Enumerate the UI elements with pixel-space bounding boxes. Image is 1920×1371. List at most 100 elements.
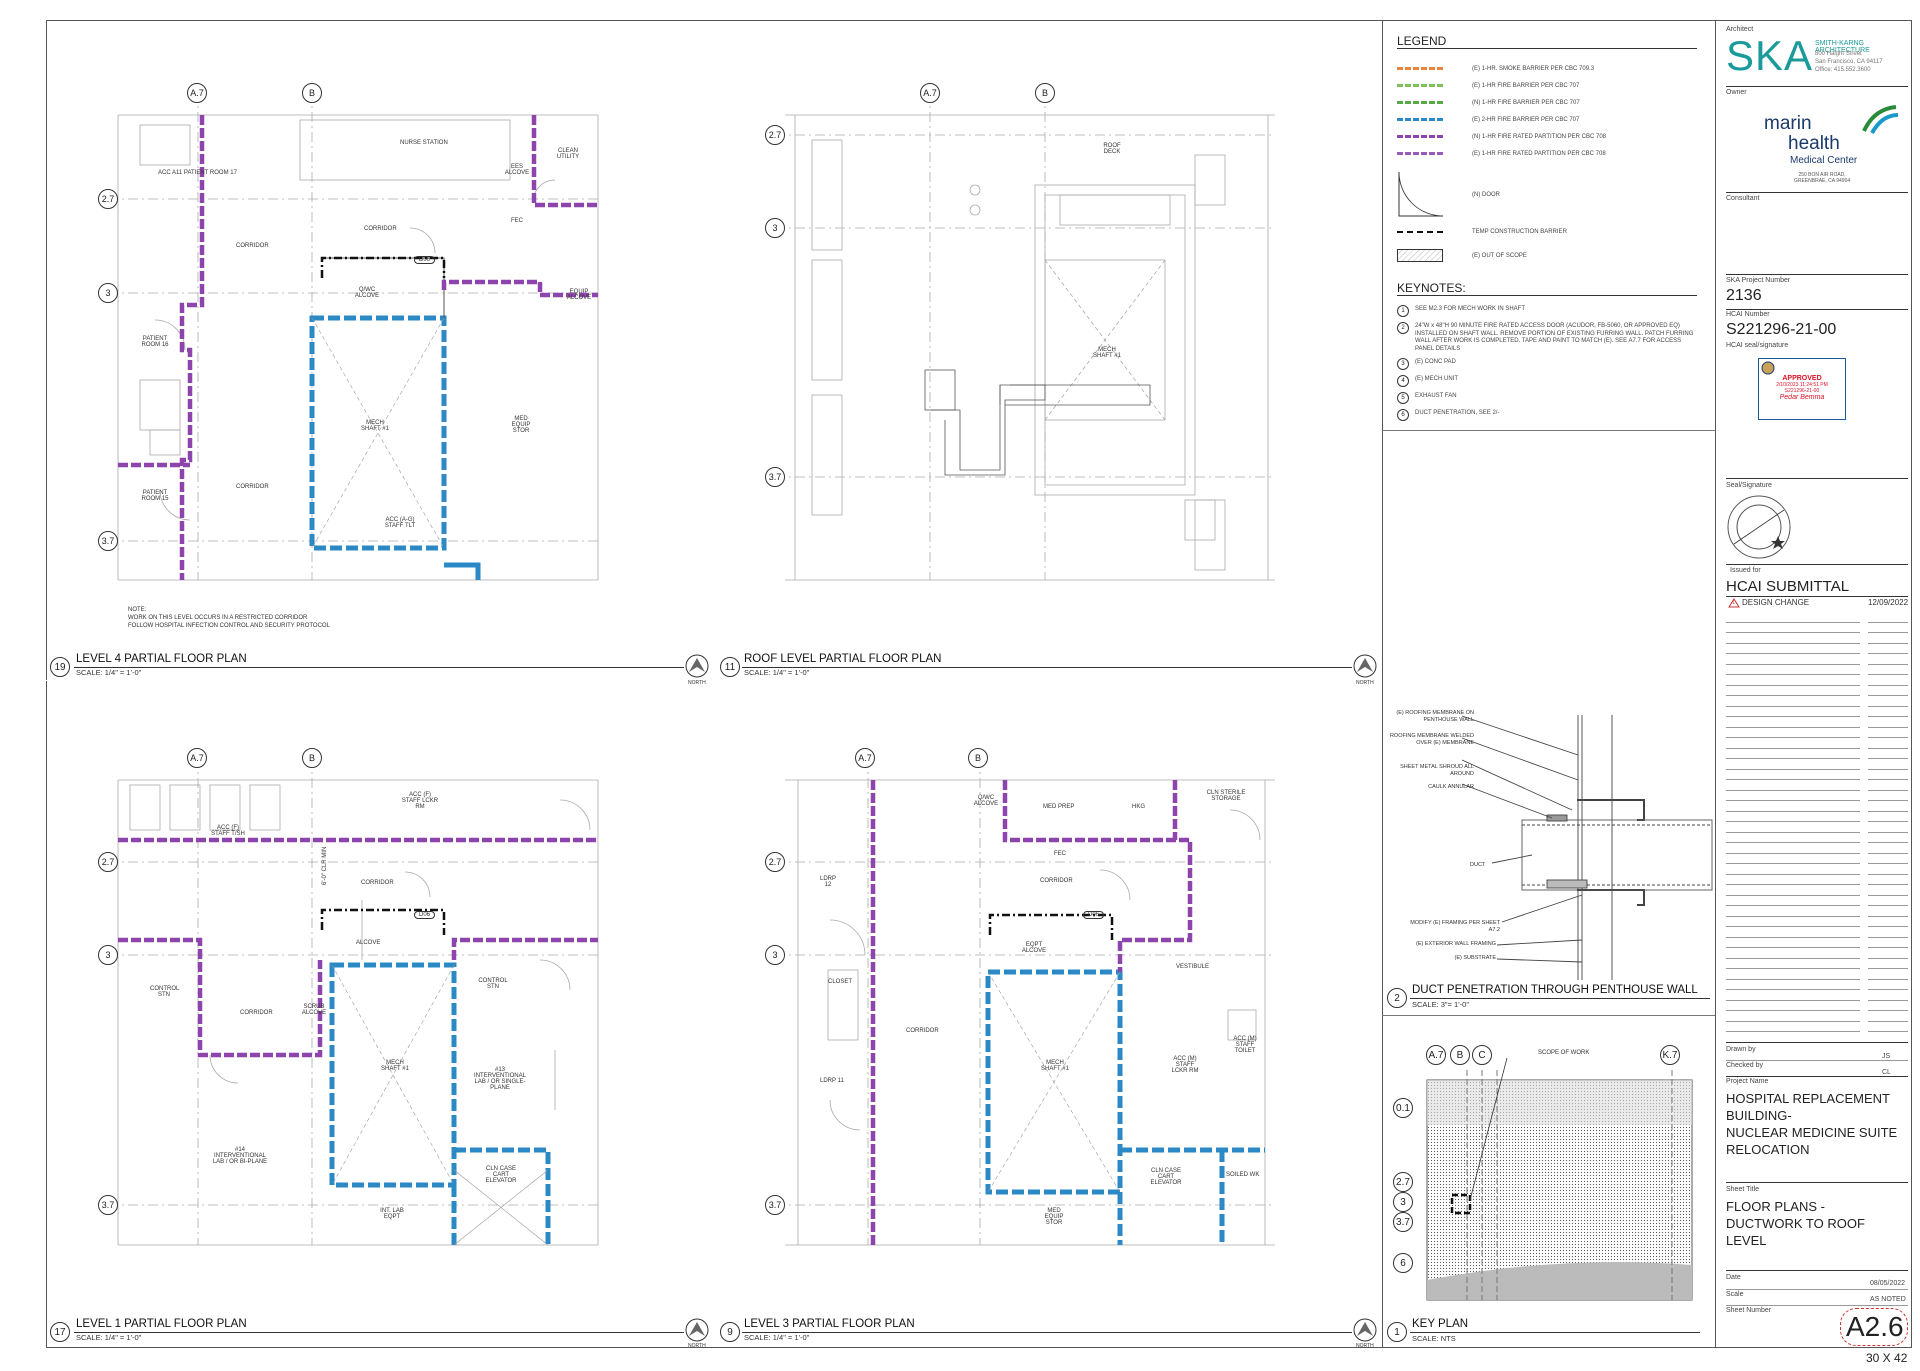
issued-for: HCAI SUBMITTAL (1726, 578, 1850, 595)
grid-bubble-b: B (302, 748, 322, 768)
drawn-by-label: Drawn by (1726, 1046, 1756, 1053)
sheet-border (46, 20, 1912, 1348)
drawn-by: JS (1882, 1053, 1891, 1060)
legend-item-label: (E) 1-HR FIRE BARRIER PER CBC 707 (1472, 82, 1580, 89)
north-arrow-icon (1353, 654, 1377, 678)
revision-row (1726, 990, 1908, 1001)
room-label: CONTROL STN (150, 986, 180, 998)
legend-swatch (1397, 118, 1443, 121)
room-label: EQPT ALCOVE (1021, 942, 1047, 954)
hcai-number: S221296-21-00 (1726, 321, 1837, 338)
room-label: EQUIP ALCOVE (566, 289, 592, 301)
detail-label: ROOFING MEMBRANE WELDED OVER (E) MEMBRAN… (1389, 733, 1474, 746)
room-label: CORRIDOR (906, 1028, 939, 1034)
north-label: NORTH (1356, 1343, 1374, 1349)
plan-note: NOTE: WORK ON THIS LEVEL OCCURS IN A RES… (128, 607, 330, 629)
revision-row (1726, 864, 1908, 875)
grid-bubble-a7: A.7 (920, 83, 940, 103)
room-label: ACC (M) STAFF TOILET (1233, 1036, 1257, 1054)
keynote-number: 2 (1397, 322, 1409, 334)
firm-address: 800 Haight Street San Francisco, CA 9411… (1815, 51, 1883, 73)
room-label: CLN CASE CART ELEVATOR (485, 1166, 517, 1184)
level4-plan (108, 92, 599, 581)
room-label: ACC (A-G) STAFF TLT (384, 517, 416, 529)
room-label: Q/WC ALCOVE (973, 795, 999, 807)
grid-bubble-3: 3 (98, 945, 118, 965)
level3-purple-walls (870, 780, 1193, 1245)
room-label: SOILED WK (1226, 1172, 1260, 1178)
revision-row (1726, 738, 1908, 749)
room-label: CORRIDOR (236, 484, 269, 490)
hcai-approval-stamp: APPROVED 2/10/2023 11:24:51 PM S221296-2… (1758, 358, 1846, 420)
keynote-text: (E) MECH UNIT (1415, 376, 1458, 382)
revision-row (1726, 906, 1908, 917)
room-label: LDRP 11 (820, 1078, 844, 1084)
grid-bubble-b: B (1450, 1045, 1470, 1065)
grid-bubble-3: 3 (1393, 1192, 1413, 1212)
divider-plans-legend (1382, 20, 1383, 1348)
legend-item-label: (E) 2-HR FIRE BARRIER PER CBC 707 (1472, 116, 1580, 123)
room-label: EES ALCOVE (504, 164, 530, 176)
level4-shaft (309, 256, 481, 580)
north-arrow-icon (1353, 1318, 1377, 1342)
detail-title: DUCT PENETRATION THROUGH PENTHOUSE WALL (1412, 984, 1698, 996)
grid-bubble-a7: A.7 (1426, 1045, 1446, 1065)
plan-title: LEVEL 1 PARTIAL FLOOR PLAN (76, 1318, 247, 1330)
plan-number: 17 (50, 1322, 70, 1342)
keynote-text: (E) CONC PAD (1415, 359, 1456, 365)
out-of-scope-symbol (1397, 249, 1443, 262)
owner-subname: Medical Center (1790, 155, 1858, 166)
grid-bubble-a7: A.7 (187, 83, 207, 103)
detail-label: DUCT (1470, 862, 1486, 868)
grid-bubble-a7: A.7 (855, 748, 875, 768)
seal-label: Seal/Signature (1726, 482, 1772, 489)
keynote-number: 1 (1397, 305, 1409, 317)
firm-name: SMITH-KARNG ARCHITECTURE (1815, 40, 1870, 54)
plan-scale: SCALE: 1/4" = 1'-0" (76, 1333, 142, 1342)
hcai-label: HCAI Number (1726, 311, 1770, 318)
keynote-number: 3 (1397, 358, 1409, 370)
divider-keynotes (1382, 430, 1715, 431)
revision-row (1726, 885, 1908, 896)
room-label: MECH SHAFT #1 (1093, 347, 1121, 359)
project-name-line: NUCLEAR MEDICINE SUITE (1726, 1125, 1898, 1140)
roof-plan (775, 92, 1275, 581)
detail-label: MODIFY (E) FRAMING PER SHEET A7.2 (1410, 920, 1500, 933)
revision-row (1726, 686, 1908, 696)
room-label: 6'-0" CLR MIN (322, 846, 328, 885)
revision-row (1726, 644, 1908, 654)
legend-list: (E) 1-HR. SMOKE BARRIER PER CBC 709.3(E)… (1397, 60, 1606, 162)
key-plan-drawing (1426, 1057, 1693, 1301)
grid-bubble-3: 3 (98, 283, 118, 303)
legend-swatch (1397, 152, 1443, 155)
revision-row (1726, 843, 1908, 854)
divider-detail (1382, 1015, 1715, 1016)
revision-row (1726, 707, 1908, 717)
keynote-text: EXHAUST FAN (1415, 393, 1457, 399)
keyplan-number: 1 (1387, 1322, 1407, 1342)
divider-titleblock (1715, 20, 1716, 1348)
state-seal-icon (1761, 361, 1775, 375)
keynote-item: 4(E) MECH UNIT (1397, 375, 1697, 387)
hcai-seal-label: HCAI seal/signature (1726, 342, 1789, 349)
revision-row (1726, 665, 1908, 675)
room-label: MECH SHAFT #1 (361, 420, 389, 432)
checked-by: CL (1882, 1069, 1891, 1076)
revision-row (1726, 927, 1908, 938)
legend-temp: TEMP CONSTRUCTION BARRIER (1472, 229, 1567, 235)
sheet-title-line: FLOOR PLANS - (1726, 1199, 1825, 1214)
plan-title: ROOF LEVEL PARTIAL FLOOR PLAN (744, 653, 942, 665)
revision-row (1726, 833, 1908, 843)
room-label: FEC (1054, 851, 1066, 857)
room-label: CLN CASE CART ELEVATOR (1150, 1168, 1182, 1186)
revision-row (1726, 770, 1908, 780)
sheet-title-line: LEVEL (1726, 1233, 1767, 1248)
duct-penetration-detail (1461, 715, 1713, 980)
detail-label: CAULK ANNULAR (1428, 784, 1474, 790)
room-label: ACC (F) STAFF LCKR RM (401, 792, 439, 810)
revision-row (1726, 801, 1908, 812)
